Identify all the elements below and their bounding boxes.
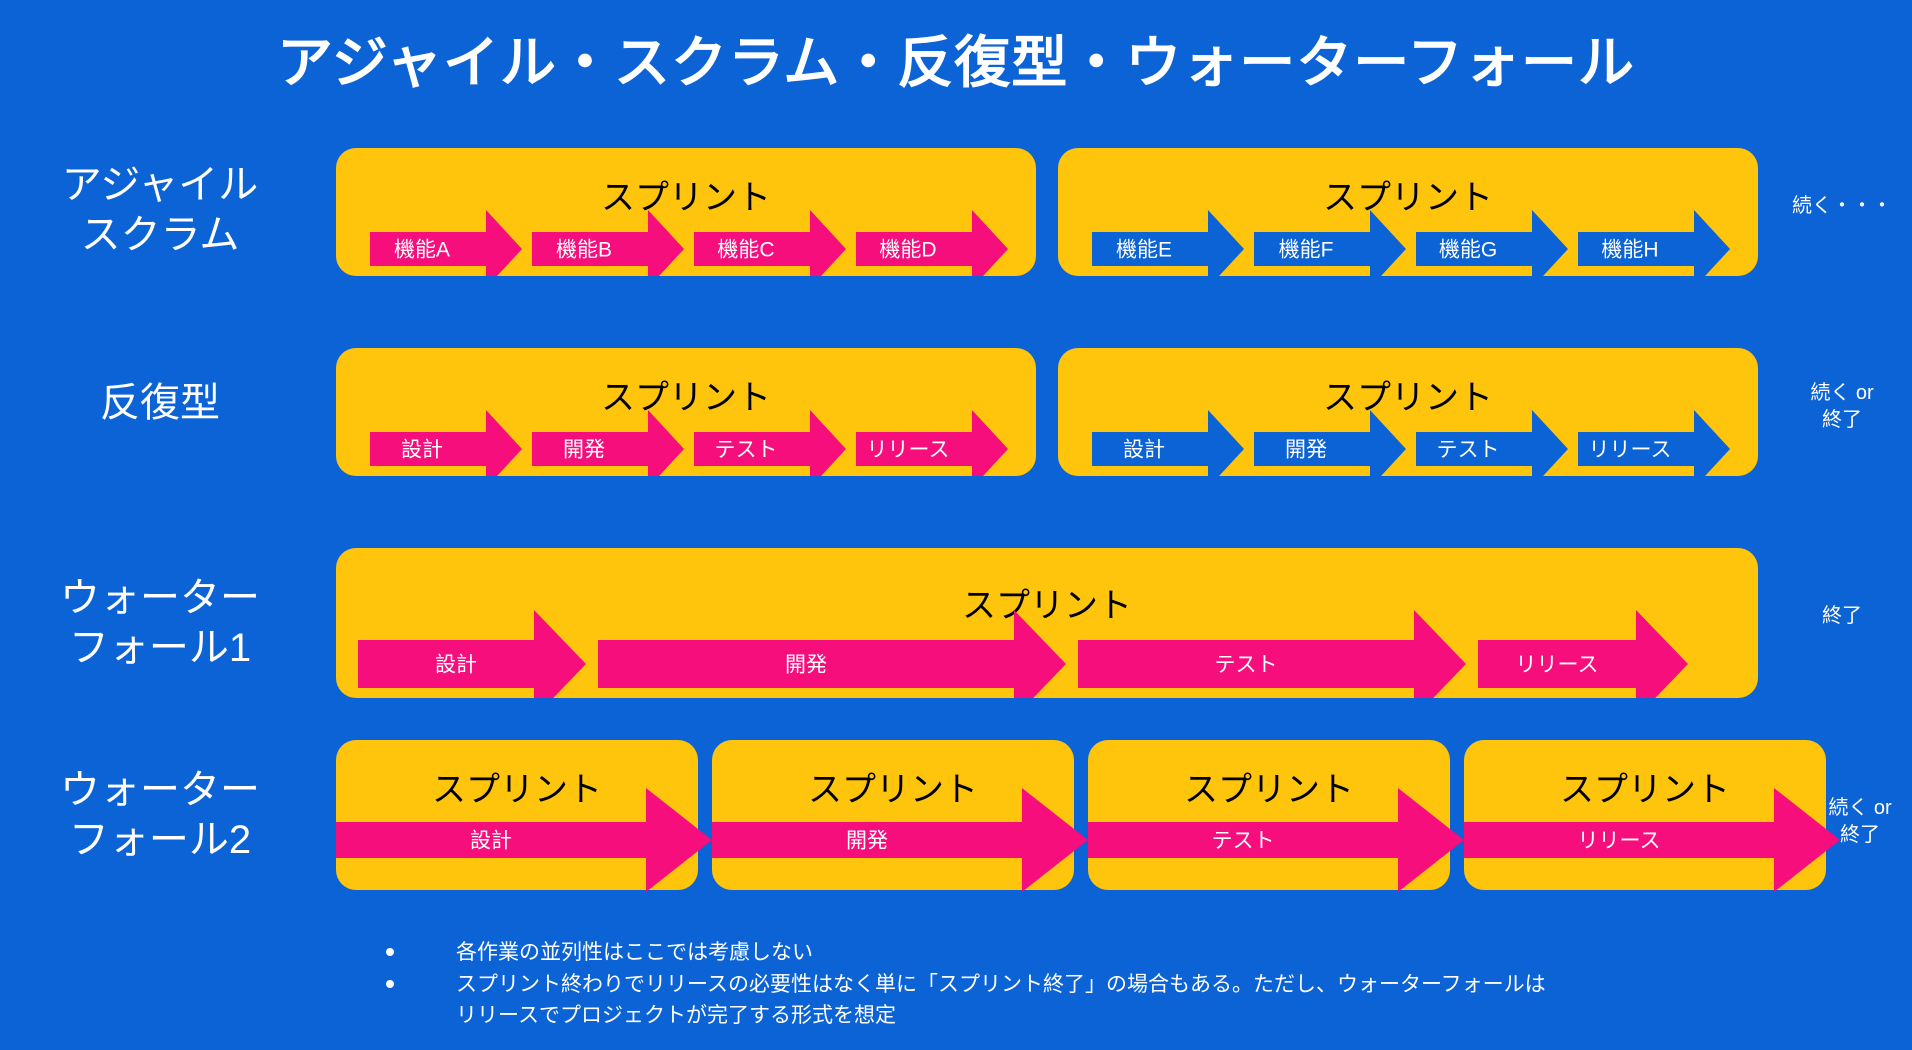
arrow-label: 開発 [1285,439,1327,462]
note-item: スプリント終わりでリリースの必要性はなく単に「スプリント終了」の場合もある。ただ… [386,970,1546,1031]
row-tail-line: 続く or [1810,382,1874,404]
sprint-card-4[interactable]: スプリント [1464,740,1826,890]
sprint-card-title: スプリント [1323,179,1493,217]
sprint-card-1[interactable]: スプリント 設計 開発 テスト リリース [336,548,1758,698]
arrow-label: 機能G [1439,239,1497,262]
sprint-card-1[interactable]: スプリント 機能A 機能B 機能C 機能D [336,148,1036,276]
arrow-label: 設計 [1123,439,1165,462]
sprint-card-title: スプリント [601,379,771,417]
row-tail-agile-scrum: 続く・・・ [1782,193,1902,220]
sprint-card-1[interactable]: スプリント [336,740,698,890]
sprint-card-title: スプリント [1323,379,1493,417]
row-label-line: フォール2 [68,818,252,862]
arrow-label: 機能H [1601,239,1658,262]
arrow-group-pink-phases: 設計 開発 テスト リリース [370,410,1008,476]
notes-list: 各作業の並列性はここでは考慮しない スプリント終わりでリリースの必要性はなく単に… [386,938,1546,1033]
arrow-group-blue-phases: 設計 開発 テスト リリース [1092,410,1730,476]
row-label-iterative: 反復型 [0,378,320,428]
arrow-group-blue-features-eh: 機能E 機能F 機能G 機能H [1092,210,1730,276]
sprint-card-1[interactable]: スプリント 設計 開発 テスト リリース [336,348,1036,476]
arrow-label: 設計 [435,654,477,677]
bullet-icon [386,980,394,989]
row-waterfall-2: ウォーター フォール2 スプリント スプリント スプリント スプリント 設計 開… [0,740,1912,892]
arrow-label: 設計 [401,439,443,462]
row-label-line: アジャイル [61,163,259,207]
row-label-line: ウォーター [60,576,260,620]
row-tail-waterfall-2: 続く or 終了 [1800,795,1912,849]
arrow-label: 機能F [1279,239,1334,262]
row-tail-waterfall-1: 終了 [1782,603,1902,630]
bullet-icon [386,948,394,956]
arrow-label: テスト [715,439,778,462]
row-waterfall-1: ウォーター フォール1 スプリント 設計 開発 テスト リリース [0,548,1912,698]
arrow-label: 機能E [1116,239,1172,262]
sprint-card-2[interactable]: スプリント 機能E 機能F 機能G 機能H [1058,148,1758,276]
arrow-group-waterfall-phases: 設計 開発 テスト リリース [358,610,1688,698]
arrow-label: リリース [1516,654,1599,677]
sprint-card-title: スプリント [808,771,978,809]
row-label-line: スクラム [80,213,240,257]
arrow-label: テスト [1215,654,1278,677]
sprint-card-title: スプリント [601,179,771,217]
arrow-label: リリース [867,439,950,462]
row-label-agile-scrum: アジャイル スクラム [0,160,320,260]
arrow-label: 機能C [717,239,774,262]
sprint-card-title: スプリント [962,587,1132,625]
sprint-card-2[interactable]: スプリント 設計 開発 テスト リリース [1058,348,1758,476]
row-label-waterfall-1: ウォーター フォール1 [0,573,320,673]
row-tail-line: 続く or [1828,797,1892,819]
arrow-label: 機能A [394,239,450,262]
note-item: 各作業の並列性はここでは考慮しない [386,938,1546,968]
note-text: 各作業の並列性はここでは考慮しない [456,941,813,964]
arrow-label: テスト [1437,439,1500,462]
row-tail-iterative: 続く or 終了 [1782,380,1902,434]
row-label-line: フォール1 [68,626,252,670]
arrow-group-pink-features-ad: 機能A 機能B 機能C 機能D [370,210,1008,276]
row-label-line: ウォーター [60,768,260,812]
row-tail-line: 終了 [1822,605,1862,627]
sprint-card-title: スプリント [1184,771,1354,809]
sprint-card-title: スプリント [432,771,602,809]
row-tail-line: 続く・・・ [1792,195,1892,217]
row-tail-line: 終了 [1822,409,1862,431]
page-title: アジャイル・スクラム・反復型・ウォーターフォール [277,31,1635,94]
row-iterative: 反復型 スプリント 設計 開発 テスト リリース スプリント [0,348,1912,476]
arrow-label: 機能B [556,239,612,262]
arrow-label: 開発 [785,654,827,677]
note-text: スプリント終わりでリリースの必要性はなく単に「スプリント終了」の場合もある。ただ… [456,973,1546,1027]
sprint-card-2[interactable]: スプリント [712,740,1074,890]
row-tail-line: 終了 [1840,824,1880,846]
row-agile-scrum: アジャイル スクラム スプリント 機能A 機能B 機能C 機能D [0,148,1912,276]
sprint-card-title: スプリント [1560,771,1730,809]
arrow-label: 開発 [563,439,605,462]
row-label-waterfall-2: ウォーター フォール2 [0,765,320,865]
sprint-card-3[interactable]: スプリント [1088,740,1450,890]
arrow-label: 機能D [879,239,936,262]
arrow-label: リリース [1589,439,1672,462]
row-label-line: 反復型 [100,381,220,425]
